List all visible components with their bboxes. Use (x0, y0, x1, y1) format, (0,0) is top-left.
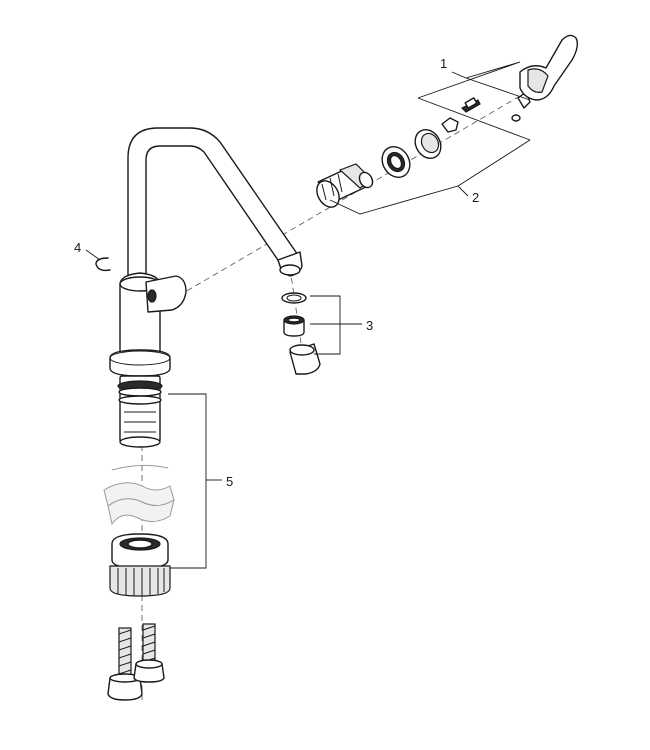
fixing-nut (109, 533, 171, 597)
countertop-section (103, 464, 175, 526)
leader-lines (85, 61, 531, 569)
callout-3: 3 (366, 318, 373, 333)
callout-5: 5 (226, 474, 233, 489)
handle-set (441, 34, 579, 133)
callout-4: 4 (74, 240, 81, 255)
cartridge-assembly (316, 128, 442, 208)
aerator-set (281, 292, 321, 375)
mounting-shank (117, 375, 163, 448)
callout-1: 1 (440, 56, 447, 71)
callout-labels: 1 2 3 4 5 (74, 56, 479, 489)
callout-2: 2 (472, 190, 479, 205)
faucet-body (109, 127, 303, 377)
retaining-clip (95, 257, 111, 272)
connection-hoses (107, 623, 165, 701)
